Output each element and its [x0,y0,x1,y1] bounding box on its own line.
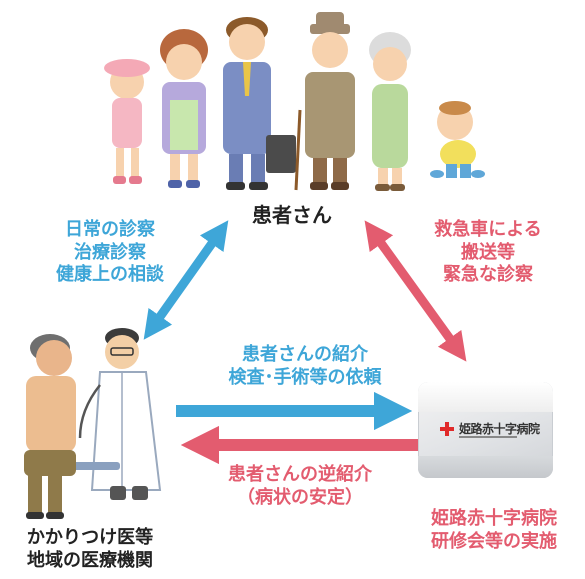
patient-doctor-arrow [143,220,229,340]
patient-doctor-line3: 健康上の相談 [56,264,164,285]
hospital-line1: 姫路赤十字病院 [431,508,557,529]
patient-hospital-line2: 搬送等 [461,241,515,263]
reverse-referral-line1: 患者さんの逆紹介 [228,464,372,485]
reverse-referral-label: 患者さんの逆紹介 （病状の安定） [190,464,410,509]
doctor-label: かかりつけ医等 地域の医療機関 [10,527,170,572]
referral-line1: 患者さんの紹介 [242,344,368,365]
patient-doctor-edge-label: 日常の診察 治療診察 健康上の相談 [35,219,185,287]
doctor-line2: 地域の医療機関 [27,549,153,571]
patient-doctor-line2: 治療診察 [74,241,146,263]
patient-hospital-line3: 緊急な診察 [443,264,533,285]
reverse-referral-line2: （病状の安定） [237,486,363,508]
hospital-label: 姫路赤十字病院 研修会等の実施 [410,508,578,553]
patient-hospital-line1: 救急車による [434,219,542,240]
patient-doctor-line1: 日常の診察 [65,219,155,240]
hospital-line2: 研修会等の実施 [431,530,557,552]
hospital-sign-text: 姫路赤十字病院 [459,422,540,436]
patients-label: 患者さん [252,203,332,227]
red-cross-icon [440,422,454,436]
patient-hospital-arrow [364,220,467,362]
patient-hospital-edge-label: 救急車による 搬送等 緊急な診察 [418,219,558,287]
doctor-line1: かかりつけ医等 [26,527,154,548]
referral-label: 患者さんの紹介 検査･手術等の依頼 [185,344,425,389]
hospital-photo: 姫路赤十字病院 [418,382,553,478]
referral-line2: 検査･手術等の依頼 [228,366,382,388]
